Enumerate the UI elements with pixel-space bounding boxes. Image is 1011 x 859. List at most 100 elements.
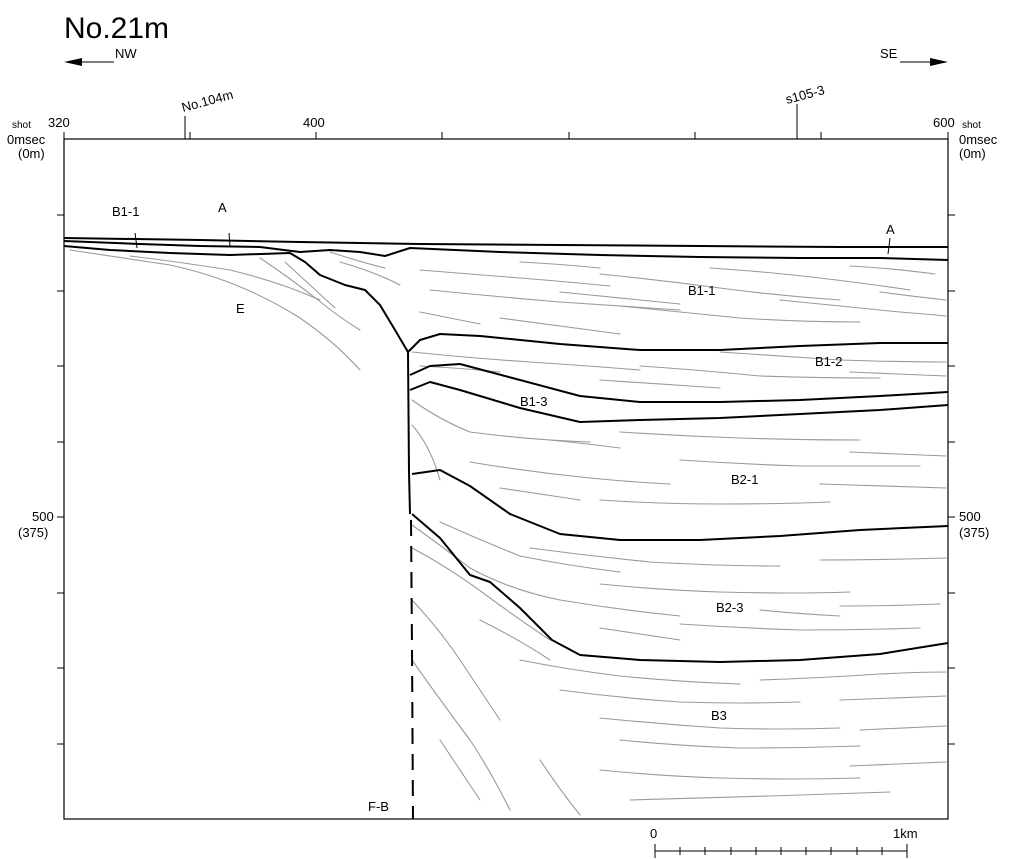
reflector-b11-9 — [849, 265, 936, 275]
direction-left: NW — [64, 46, 137, 66]
reflector-b21-10 — [819, 483, 947, 489]
arrow-right-icon — [930, 58, 948, 66]
reflector-b21-7 — [549, 439, 621, 449]
reflector-e-2 — [129, 255, 321, 301]
bold-horizons — [63, 237, 949, 820]
horizon-b23-top — [411, 513, 949, 663]
label-b13: B1-3 — [520, 394, 547, 409]
reflector-b21-5 — [679, 459, 921, 467]
reflector-b23-2 — [411, 547, 551, 641]
direction-se-label: SE — [880, 46, 898, 61]
reflector-b3-7 — [619, 739, 861, 749]
reflector-b3-12 — [629, 791, 891, 801]
reflector-b11-5 — [559, 291, 681, 305]
reflector-b3-13 — [849, 761, 947, 767]
label-b21: B2-1 — [731, 472, 758, 487]
reflector-e-5 — [329, 251, 386, 269]
horizon-b13-top — [409, 363, 949, 403]
horizon-b13-base — [409, 381, 949, 423]
reflector-b3-2 — [411, 659, 511, 811]
reflector-b23-9 — [599, 627, 681, 641]
depth-375-right: (375) — [959, 525, 989, 540]
reflector-b23-3 — [439, 521, 621, 573]
reflector-b23-10 — [759, 609, 841, 617]
reflector-b21-8 — [599, 499, 831, 505]
shot-start-label: 320 — [48, 115, 70, 130]
horizon-a-top — [63, 237, 948, 248]
reflector-b21-3 — [469, 461, 671, 485]
time-500-right: 500 — [959, 509, 981, 524]
cross-line-label-2: s105-3 — [784, 82, 826, 107]
time-500-left: 500 — [32, 509, 54, 524]
cross-line-label-1: No.104m — [180, 87, 235, 115]
label-b3: B3 — [711, 708, 727, 723]
label-leaders — [134, 232, 891, 255]
reflector-b11-3 — [519, 261, 601, 269]
section-title: No.21m — [64, 12, 169, 45]
horizon-b12-top — [407, 333, 948, 353]
reflector-b21-1 — [411, 399, 591, 443]
shot-mid-label: 400 — [303, 115, 325, 130]
time-zero-right: 0msec — [959, 132, 998, 147]
depth-axis: 0msec (0m) 0msec (0m) 500 (375) 500 (375… — [7, 132, 998, 540]
reflector-b23-4 — [529, 547, 781, 567]
label-a-left: A — [218, 200, 227, 215]
scale-end-label: 1km — [893, 826, 918, 841]
reflector-b12-2 — [639, 365, 881, 379]
label-b11-left: B1-1 — [112, 204, 139, 219]
reflector-b3-5 — [559, 689, 801, 704]
reflector-b3-14 — [479, 619, 551, 661]
shot-label-left: shot — [12, 120, 31, 131]
reflector-b3-9 — [839, 695, 947, 701]
reflector-b12-4 — [849, 371, 947, 377]
reflector-b11-7 — [709, 267, 911, 291]
reflector-b3-1 — [411, 599, 501, 721]
shot-label-right: shot — [962, 120, 981, 131]
reflector-b23-8 — [839, 603, 941, 607]
reflector-e-1 — [69, 249, 361, 371]
reflector-b11-4 — [599, 273, 841, 301]
reflector-b11-1 — [419, 269, 611, 287]
reflector-b11-6 — [619, 305, 861, 323]
label-b23: B2-3 — [716, 600, 743, 615]
reflector-e-3 — [259, 257, 361, 331]
reflector-b21-2 — [411, 424, 441, 481]
reflector-b11-12 — [419, 311, 481, 325]
reflector-b21-4 — [619, 431, 861, 441]
reflector-b23-6 — [679, 623, 921, 631]
reflector-b12-3 — [719, 351, 947, 363]
label-fault-fb: F-B — [368, 799, 389, 814]
label-b11: B1-1 — [688, 283, 715, 298]
fault-fb-solid — [407, 351, 411, 515]
reflector-e-6 — [339, 261, 401, 286]
reflector-b23-7 — [819, 557, 947, 561]
reflector-b11-8 — [779, 299, 947, 317]
reflector-b3-11 — [859, 725, 947, 731]
scale-start-label: 0 — [650, 826, 657, 841]
reflector-b3-3 — [439, 739, 481, 801]
label-b12: B1-2 — [815, 354, 842, 369]
depth-zero-right: (0m) — [959, 146, 986, 161]
reflector-b23-5 — [599, 583, 851, 594]
depth-375-left: (375) — [18, 525, 48, 540]
reflector-b23-1 — [411, 524, 681, 617]
reflector-b3-4 — [519, 659, 741, 685]
reflector-b11-2 — [429, 289, 681, 311]
time-zero-left: 0msec — [7, 132, 46, 147]
unit-labels: A A B1-1 B1-1 B1-2 B1-3 B2-1 B2-3 B3 E F… — [112, 200, 895, 814]
reflector-b11-11 — [499, 317, 621, 335]
reflector-b3-6 — [599, 717, 841, 730]
section-frame — [63, 138, 949, 820]
frame-ticks — [57, 132, 955, 745]
shot-end-label: 600 — [933, 115, 955, 130]
reflector-b3-15 — [539, 759, 581, 816]
horizon-a-base — [63, 240, 949, 261]
fault-fb-dashed — [410, 519, 414, 820]
reflector-e-4 — [284, 261, 336, 309]
top-axis: shot 320 400 600 shot No.104m s105-3 — [12, 82, 981, 139]
reflector-b21-6 — [849, 451, 947, 457]
direction-right: SE — [880, 46, 948, 66]
reflector-b3-10 — [599, 769, 861, 780]
reflector-b21-9 — [499, 487, 581, 501]
